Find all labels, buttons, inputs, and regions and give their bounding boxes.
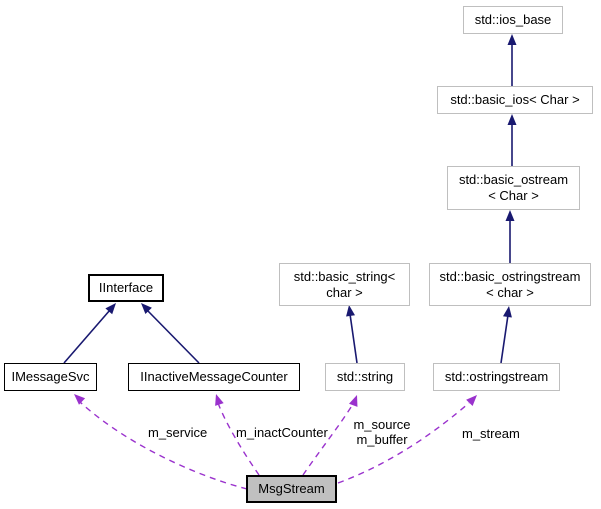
node-label: std::ostringstream: [444, 369, 549, 384]
node-iinterface[interactable]: IInterface: [88, 274, 164, 302]
node-label: std::ios_base: [474, 12, 552, 27]
node-label: std::basic_ios< Char >: [450, 92, 580, 107]
node-label: IMessageSvc: [11, 369, 90, 384]
edge-msgstream-uses-iinactivemessagecounter: [215, 394, 260, 476]
edge-label-m-service: m_service: [148, 425, 208, 440]
node-label: < char >: [486, 284, 534, 300]
edge-iinactivemessagecounter-to-iinterface: [141, 303, 200, 364]
node-std-string[interactable]: std::string: [325, 363, 405, 391]
edge-msgstream-uses-string: [302, 395, 358, 476]
edge-basic-ostringstream-to-basic-ostream: [505, 210, 515, 263]
edge-string-to-basic-string: [346, 305, 358, 364]
node-label: std::basic_ostringstream: [439, 268, 581, 284]
edge-label-m-source-m-buffer: m_source m_buffer: [351, 417, 413, 447]
edge-label-m-buffer: m_buffer: [356, 432, 408, 447]
edge-label-m-stream: m_stream: [462, 426, 520, 441]
node-label: IInactiveMessageCounter: [140, 369, 288, 384]
edge-label-m-inactcounter: m_inactCounter: [236, 425, 328, 440]
node-std-ios-base[interactable]: std::ios_base: [463, 6, 563, 34]
edge-basic-ostream-to-basic-ios: [507, 114, 517, 166]
node-imessagesvc[interactable]: IMessageSvc: [4, 363, 97, 391]
node-label: std::string: [336, 369, 394, 384]
node-std-basic-string[interactable]: std::basic_string< char >: [279, 263, 410, 306]
node-label: < Char >: [488, 188, 539, 203]
node-std-basic-ostream[interactable]: std::basic_ostream < Char >: [447, 166, 580, 210]
edge-label-m-source: m_source: [353, 417, 411, 432]
edge-msgstream-uses-ostringstream: [337, 395, 477, 484]
edge-basic-ios-to-ios-base: [507, 34, 517, 86]
node-label: char >: [326, 284, 363, 300]
node-label: std::basic_ostream: [458, 172, 569, 187]
node-iinactivemessagecounter[interactable]: IInactiveMessageCounter: [128, 363, 300, 391]
node-std-basic-ostringstream[interactable]: std::basic_ostringstream < char >: [429, 263, 591, 306]
edge-msgstream-uses-imessagesvc: [74, 394, 248, 490]
node-label: MsgStream: [258, 481, 325, 496]
node-label: std::basic_string<: [293, 268, 396, 284]
node-msgstream-current: MsgStream: [246, 475, 337, 503]
edge-ostringstream-to-basic-ostringstream: [500, 306, 512, 364]
node-std-ostringstream[interactable]: std::ostringstream: [433, 363, 560, 391]
node-std-basic-ios[interactable]: std::basic_ios< Char >: [437, 86, 593, 114]
node-label: IInterface: [98, 280, 154, 295]
edge-imessagesvc-to-iinterface: [63, 303, 117, 364]
